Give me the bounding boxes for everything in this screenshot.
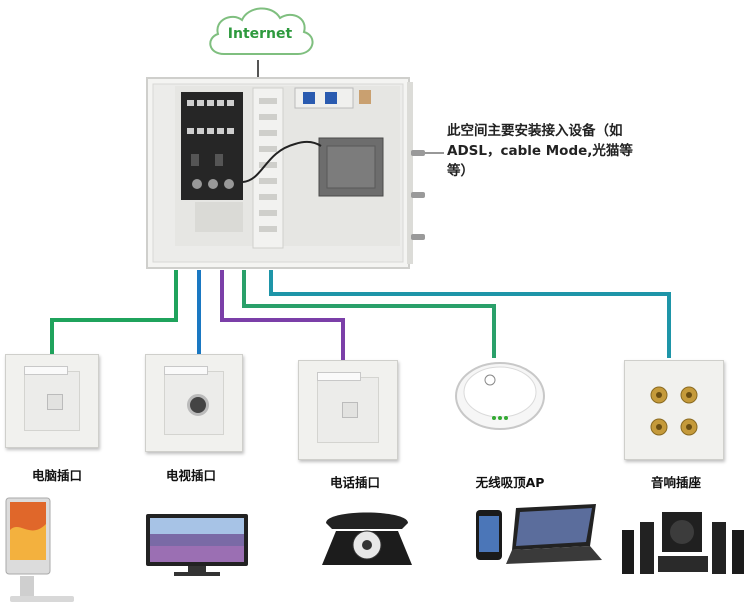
audio-outlet-label: 音响插座 bbox=[650, 475, 701, 490]
computer-outlet-label: 电脑插口 bbox=[31, 468, 82, 483]
internet-cloud: Internet bbox=[209, 7, 314, 55]
plate-label-tag bbox=[164, 366, 208, 375]
internet-label: Internet bbox=[228, 26, 293, 42]
tv-outlet-label: 电视插口 bbox=[165, 468, 216, 483]
phone-jack-icon bbox=[342, 402, 358, 418]
line-audio bbox=[269, 270, 671, 358]
phone-outlet-label: 电话插口 bbox=[329, 475, 380, 490]
tv-icon bbox=[146, 514, 248, 576]
coax-jack-icon bbox=[187, 394, 209, 416]
home-theater-speakers-icon bbox=[622, 512, 744, 574]
line-computer bbox=[50, 270, 178, 355]
rotary-phone-icon bbox=[322, 512, 412, 565]
line-phone bbox=[220, 270, 345, 360]
ceiling-ap-device bbox=[455, 362, 545, 430]
box-description: 此空间主要安装接入设备（如ADSL，cable Mode,光猫等等） bbox=[447, 123, 633, 179]
line-ap bbox=[242, 270, 496, 358]
network-jack-icon bbox=[47, 394, 63, 410]
phone-and-laptop-icon bbox=[476, 504, 602, 564]
computer-outlet-plate bbox=[5, 354, 99, 448]
imac-computer-icon bbox=[5, 497, 74, 602]
plate-label-tag bbox=[24, 366, 68, 375]
audio-outlet-plate bbox=[624, 360, 724, 460]
phone-outlet-plate bbox=[298, 360, 398, 460]
tv-outlet-plate bbox=[145, 354, 243, 452]
ap-label: 无线吸顶AP bbox=[475, 475, 545, 490]
distribution-box bbox=[146, 77, 425, 269]
plate-label-tag bbox=[317, 372, 361, 381]
